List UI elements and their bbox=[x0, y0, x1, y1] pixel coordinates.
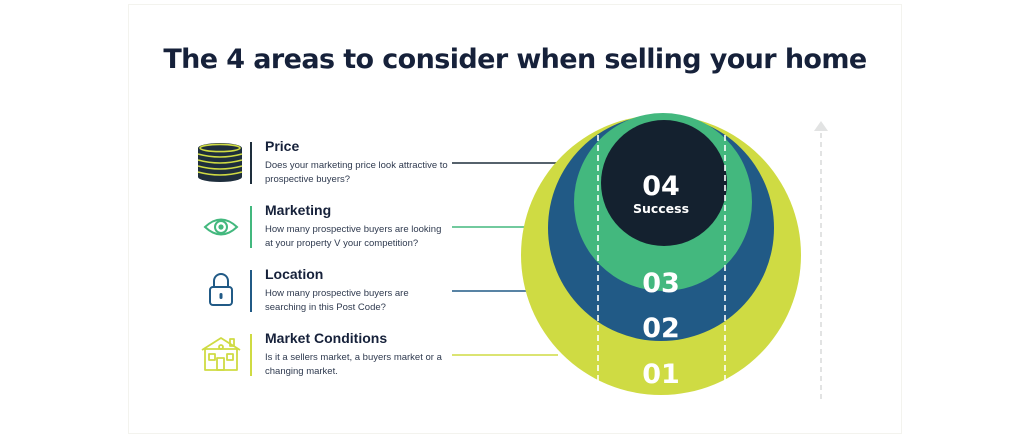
item-price: Price Does your marketing price look att… bbox=[196, 138, 456, 198]
level-01-number: 01 bbox=[642, 359, 680, 390]
item-description: Is it a sellers market, a buyers market … bbox=[265, 352, 442, 377]
item-description: Does your marketing price look attractiv… bbox=[265, 160, 448, 185]
item-description: How many prospective buyers are searchin… bbox=[265, 288, 409, 313]
level-03-number: 03 bbox=[642, 268, 680, 299]
item-heading: Marketing bbox=[265, 202, 332, 218]
item-location: Location How many prospective buyers are… bbox=[196, 266, 456, 326]
item-divider bbox=[250, 270, 252, 312]
level-04-circle bbox=[601, 120, 727, 246]
up-arrow-icon bbox=[814, 121, 828, 403]
item-heading: Price bbox=[265, 138, 300, 154]
coin-stack-icon bbox=[196, 138, 248, 184]
item-market-conditions: Market Conditions Is it a sellers market… bbox=[196, 330, 456, 390]
padlock-icon bbox=[196, 266, 248, 312]
item-description: How many prospective buyers are looking … bbox=[265, 224, 442, 249]
house-icon bbox=[196, 330, 248, 376]
item-heading: Market Conditions bbox=[265, 330, 388, 346]
item-divider bbox=[250, 334, 252, 376]
page-title: The 4 areas to consider when selling you… bbox=[163, 44, 867, 75]
level-02-number: 02 bbox=[642, 313, 680, 344]
level-04-label: Success bbox=[633, 201, 689, 216]
item-marketing: Marketing How many prospective buyers ar… bbox=[196, 202, 456, 262]
item-heading: Location bbox=[265, 266, 324, 282]
item-divider bbox=[250, 206, 252, 248]
eye-icon bbox=[196, 202, 248, 248]
level-04-number: 04 bbox=[642, 171, 680, 202]
item-divider bbox=[250, 142, 252, 184]
